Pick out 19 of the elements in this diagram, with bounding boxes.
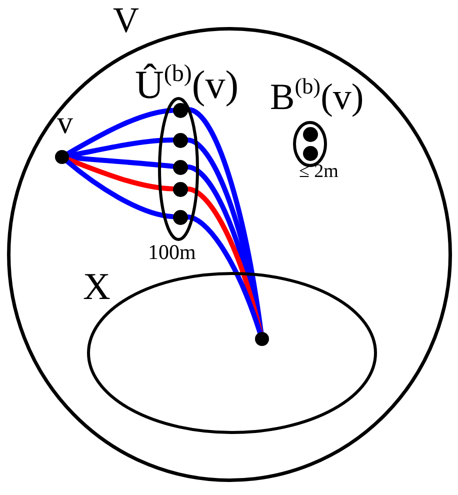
set-label: V xyxy=(113,2,139,38)
vertex-dot xyxy=(172,182,188,196)
curve-line xyxy=(66,108,175,156)
vertex-label: v xyxy=(57,106,73,138)
curve-line xyxy=(185,214,262,335)
vertex-dot xyxy=(302,146,318,160)
vertex-dot xyxy=(172,160,188,174)
curve-line xyxy=(66,157,175,192)
size-annotation: ≤ 2m xyxy=(299,162,338,181)
set-label: B$^{(b)}$(v) xyxy=(270,79,364,116)
vertex-dot xyxy=(172,210,188,224)
size-annotation: 100m xyxy=(148,242,196,263)
set-label: X xyxy=(83,268,110,306)
set-label: Û$^{(b)}$(v) xyxy=(135,65,239,105)
vertex-dot xyxy=(172,132,188,148)
vertex-dot xyxy=(172,102,188,118)
vertex-dot xyxy=(255,332,269,346)
vertex-dot xyxy=(302,126,318,142)
curve-line xyxy=(64,159,175,220)
